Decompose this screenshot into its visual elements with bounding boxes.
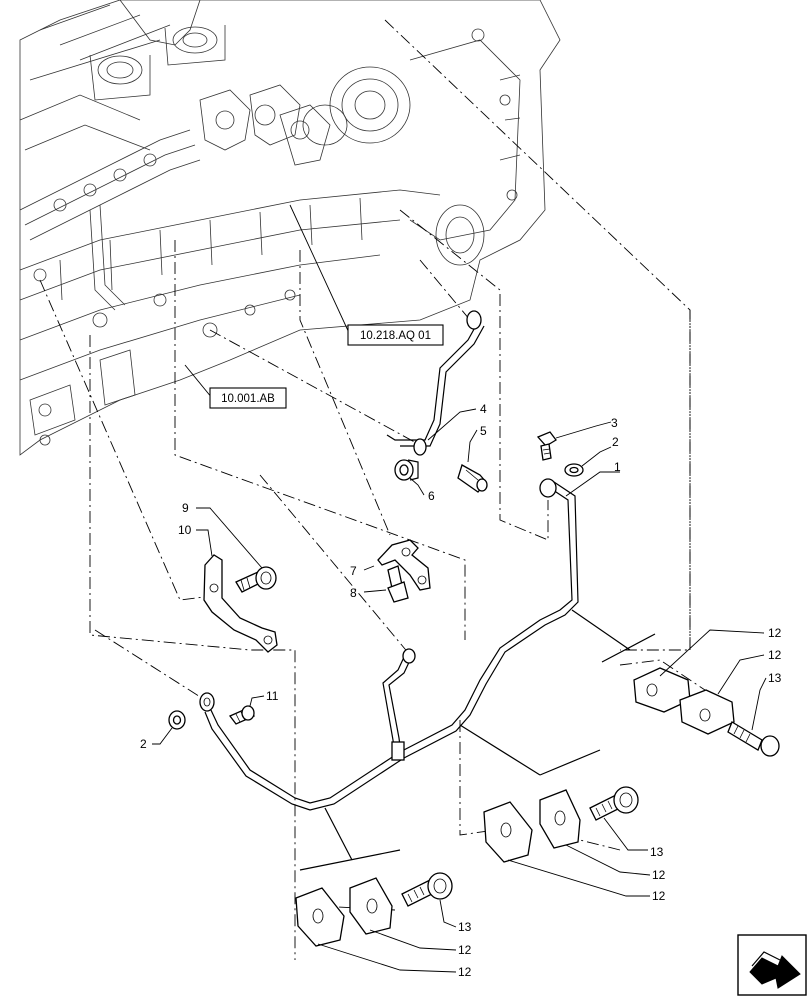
callout-13-b: 13 <box>650 845 664 859</box>
callout-4: 4 <box>480 402 487 416</box>
callout-8: 8 <box>350 586 357 600</box>
bolt-upper-right[interactable] <box>727 721 780 757</box>
callout-2-lower: 2 <box>140 737 147 751</box>
clamp-lower[interactable] <box>295 877 393 947</box>
reference-box-10218[interactable]: 10.218.AQ 01 <box>289 204 444 346</box>
callout-12-b: 12 <box>768 648 782 662</box>
sealing-washer-lower[interactable] <box>168 710 186 730</box>
reference-label-10218: 10.218.AQ 01 <box>360 330 431 342</box>
upper-oil-tube[interactable] <box>386 310 485 456</box>
callout-1: 1 <box>614 460 621 474</box>
callout-11: 11 <box>266 689 279 703</box>
callout-12-e: 12 <box>458 943 472 957</box>
callout-13-c: 13 <box>458 920 472 934</box>
callout-9: 9 <box>182 501 189 515</box>
hex-bolt-9[interactable] <box>235 566 277 593</box>
callout-leaders <box>152 408 767 973</box>
callout-12-a: 12 <box>768 626 782 640</box>
main-pipe[interactable] <box>199 478 579 811</box>
bolt-lower[interactable] <box>401 872 453 907</box>
callout-numbers: 1 2 3 4 5 6 7 8 9 10 11 2 12 12 13 13 12… <box>140 402 782 979</box>
callout-7: 7 <box>350 564 357 578</box>
callout-5: 5 <box>480 424 487 438</box>
clip-bracket[interactable] <box>377 539 431 591</box>
callout-2-upper: 2 <box>612 435 619 449</box>
engine-block <box>19 0 561 456</box>
reference-label-10001: 10.001.AB <box>221 393 275 405</box>
banjo-bolt[interactable] <box>536 431 557 461</box>
assembly-lines <box>39 19 721 960</box>
next-page-arrow-icon[interactable] <box>737 934 807 996</box>
washer[interactable] <box>394 459 419 481</box>
callout-6: 6 <box>428 489 435 503</box>
callout-3: 3 <box>611 416 618 430</box>
section-marks <box>299 609 656 871</box>
hex-bolt-8[interactable] <box>387 565 409 603</box>
callout-12-f: 12 <box>458 965 472 979</box>
callout-13-a: 13 <box>768 671 782 685</box>
fitting-11[interactable] <box>228 705 256 725</box>
bolt-middle[interactable] <box>589 786 639 821</box>
sealing-washer-upper[interactable] <box>564 463 584 477</box>
banjo-fitting[interactable] <box>457 464 488 493</box>
clamp-upper-right[interactable] <box>633 667 735 735</box>
callout-12-d: 12 <box>652 889 666 903</box>
callout-12-c: 12 <box>652 868 666 882</box>
reference-box-10001[interactable]: 10.001.AB <box>184 364 287 409</box>
support-bracket[interactable] <box>203 554 278 653</box>
callout-10: 10 <box>178 523 192 537</box>
clamp-middle[interactable] <box>483 789 581 863</box>
